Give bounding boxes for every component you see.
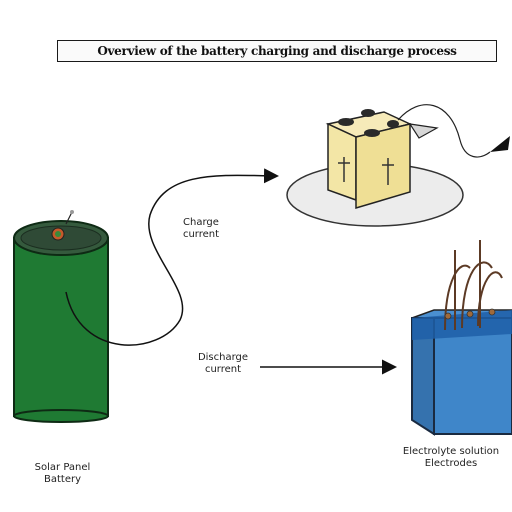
lower-arrow-label: Discharge current [190, 352, 256, 376]
electrolyte-tank [412, 240, 512, 434]
right-component-label: Electrolyte solution Electrodes [392, 446, 510, 470]
left-component-label-line1: Solar Panel [0, 462, 125, 474]
diagram-title: Overview of the battery charging and dis… [97, 44, 456, 58]
upper-arrow-label-line2: current [176, 229, 226, 241]
upper-arrow-label: Charge current [176, 217, 226, 241]
cable-end-icon [490, 136, 510, 152]
upper-arrow-label-line1: Charge [176, 217, 226, 229]
cylinder-battery [14, 210, 108, 422]
cylinder-body [14, 238, 108, 416]
right-component-label-line2: Electrodes [392, 458, 510, 470]
lower-arrow-label-line2: current [190, 364, 256, 376]
left-component-label-line2: Battery [0, 474, 125, 486]
left-component-label: Solar Panel Battery [0, 462, 125, 486]
right-component-label-line1: Electrolyte solution [392, 446, 510, 458]
title-banner: Overview of the battery charging and dis… [57, 40, 497, 62]
lower-arrow-label-line1: Discharge [190, 352, 256, 364]
